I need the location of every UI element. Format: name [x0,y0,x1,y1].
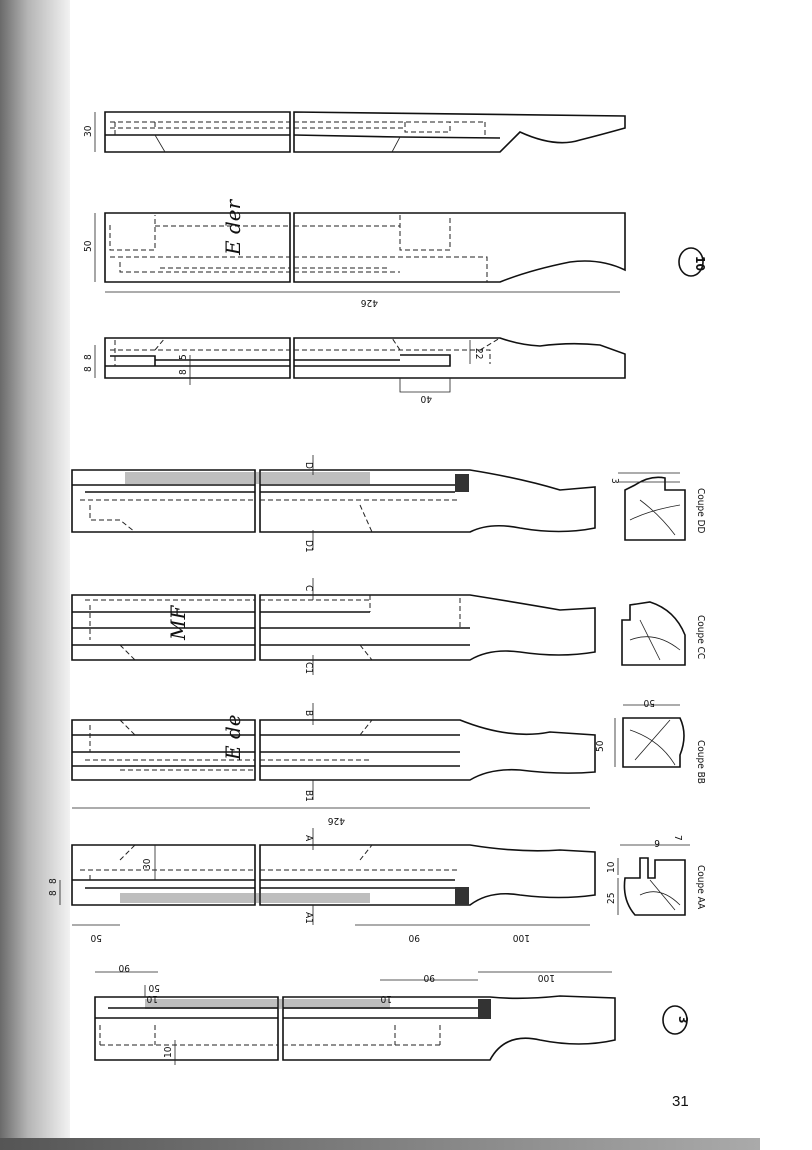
cut-label: B1 [303,790,314,802]
dim: 10 [606,861,617,873]
dim: 50 [90,932,102,943]
badge-3: 3 [662,1005,690,1035]
dim-a: 8 [83,366,94,372]
dim: 10 [380,993,392,1004]
dim: 3 [609,478,620,484]
dim: 7 [672,835,683,841]
section-aa-profile: 6 7 10 25 Coupe AA [606,835,706,916]
dim: 10 [146,993,158,1004]
dim-f: 40 [420,393,432,404]
dim: 8 [48,878,59,884]
dim-c: 5 [178,354,189,360]
cut-label: B [303,710,314,716]
section-bb-profile: 50 50 Coupe BB [595,697,706,784]
dim: 90 [423,972,435,983]
dim: 50 [148,982,160,993]
section-label: Coupe CC [695,615,706,659]
cut-label: D1 [303,540,314,553]
part-section-a: 30 8 8 50 90 100 A A1 [48,828,596,943]
dim-length: 426 [328,815,345,826]
handwritten-mark: MF [166,605,190,641]
dim: 6 [654,837,660,848]
section-label: Coupe DD [695,488,706,534]
cut-label: D [303,462,314,469]
badge-10: 10 [678,247,707,277]
svg-text:10: 10 [693,256,707,271]
dim-height: 50 [83,240,94,252]
cut-label: A [303,835,314,842]
section-cc-profile: Coupe CC [621,601,706,666]
dim-e: 22 [473,348,484,359]
part-10-bottom-view: 8 8 5 8 22 40 [83,337,626,404]
part-10-top-view: 30 [83,111,626,153]
part-10-side-view: E der 50 426 [83,198,626,308]
dim: 90 [118,962,130,973]
cut-label: C1 [303,662,314,674]
svg-text:3: 3 [676,1016,690,1024]
section-label: Coupe BB [695,740,706,784]
handwritten-mark: E de [221,714,245,761]
handwritten-mark: E der [221,198,245,256]
dim: 90 [408,932,420,943]
dim: 30 [142,858,153,870]
dim: 100 [538,972,555,983]
cut-label: A1 [303,912,314,924]
dim-length: 426 [361,297,378,308]
cut-label: C [303,585,314,591]
part-section-d: D D1 [71,455,596,553]
dim: 8 [48,890,59,896]
dim-b: 8 [83,354,94,360]
section-label: Coupe AA [695,865,706,910]
dim-d: 8 [178,369,189,375]
dim: 50 [595,740,606,752]
scan-edge [0,1138,760,1150]
section-dd-profile: 3 Coupe DD [609,472,706,541]
dim: 100 [513,932,530,943]
part-section-c: MF C C1 [71,578,596,675]
page-number: 31 [672,1093,689,1110]
part-section-b: E de B B1 426 [71,703,596,826]
dim: 50 [643,697,655,708]
dim: 10 [163,1046,174,1058]
dim-height: 30 [83,125,94,137]
part-3-bar: 90 50 10 10 10 90 100 [94,962,616,1065]
scan-shadow [0,0,70,1150]
dim: 25 [606,893,617,904]
